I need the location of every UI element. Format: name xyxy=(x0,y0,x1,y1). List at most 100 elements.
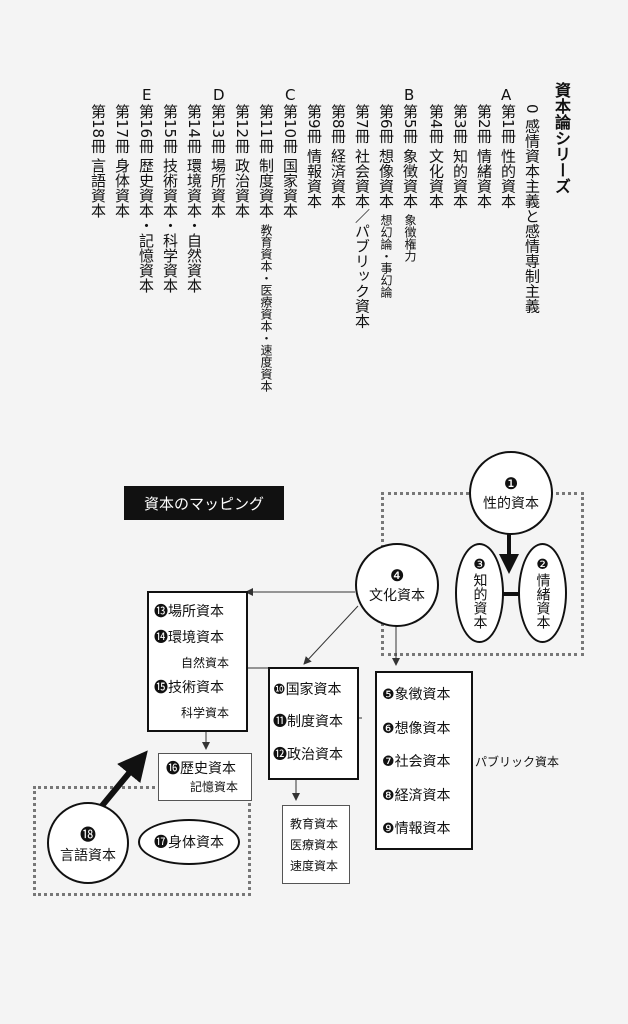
node-2-number: ❷ xyxy=(536,557,549,573)
box-state-institution-politics xyxy=(268,667,359,780)
node-11-label: 制度資本 xyxy=(287,714,343,730)
node-14-sub: 自然資本 xyxy=(181,656,230,670)
sub-medical-capital: 医療資本 xyxy=(290,838,339,852)
series-item-8: 第8冊 経済資本 xyxy=(329,104,347,209)
node-15: ⓯技術資本 xyxy=(154,677,224,697)
node-13-number: ⓭ xyxy=(154,604,168,620)
series-item-2: 第2冊 情緒資本 xyxy=(475,104,493,209)
group-b-label: B xyxy=(404,86,415,104)
node-4-number: ❹ xyxy=(389,565,405,585)
node-6-number: ❻ xyxy=(382,721,395,737)
node-16-label: 歴史資本 xyxy=(180,761,236,777)
box-place-environment-tech xyxy=(147,591,248,732)
node-3-intellectual-capital: ❸ 知的資本 xyxy=(455,543,504,643)
node-18-label: 言語資本 xyxy=(60,848,116,864)
sub-education-capital: 教育資本 xyxy=(290,817,339,831)
node-1-label: 性的資本 xyxy=(483,495,539,512)
series-item-14: 第14冊 環境資本・自然資本 xyxy=(185,104,203,293)
node-6-label: 想像資本 xyxy=(394,721,451,737)
series-item-5: 第5冊 象徴資本象徴権力 xyxy=(401,104,419,262)
series-item-11-sub: 教育資本・医療資本・速度資本 xyxy=(259,223,273,392)
node-2-emotional-capital: ❷ 情緒資本 xyxy=(518,543,567,643)
node-16: ⓰歴史資本 xyxy=(166,758,236,778)
node-18-number: ⓲ xyxy=(79,825,96,844)
node-17-text: ⓱身体資本 xyxy=(154,832,224,852)
node-5-number: ❺ xyxy=(382,687,395,703)
node-16-number: ⓰ xyxy=(166,761,180,777)
node-8-label: 経済資本 xyxy=(394,788,451,804)
group-d-label: D xyxy=(213,86,225,104)
node-9-label: 情報資本 xyxy=(394,821,451,837)
node-9: ❾情報資本 xyxy=(382,818,451,838)
mapping-banner: 資本のマッピング xyxy=(124,486,284,520)
node-10: ❿国家資本 xyxy=(273,679,342,699)
node-13-label: 場所資本 xyxy=(168,604,224,620)
box-history-capital xyxy=(158,753,252,801)
series-title: 資本論シリーズ xyxy=(552,82,571,194)
node-10-label: 国家資本 xyxy=(285,682,342,698)
series-item-16: 第16冊 歴史資本・記憶資本 xyxy=(137,104,155,293)
node-6: ❻想像資本 xyxy=(382,718,451,738)
node-15-sub: 科学資本 xyxy=(181,706,230,720)
series-item-5-label: 第5冊 象徴資本 xyxy=(401,104,419,209)
node-17-body-capital: ⓱身体資本 xyxy=(138,819,240,865)
node-10-number: ❿ xyxy=(273,682,286,698)
node-8: ❽経済資本 xyxy=(382,785,451,805)
series-item-18: 第18冊 言語資本 xyxy=(89,104,107,218)
series-item-6-sub: 想幻論・事幻論 xyxy=(379,214,393,299)
node-17-number: ⓱ xyxy=(154,835,168,851)
series-item-13: 第13冊 場所資本 xyxy=(209,104,227,218)
node-13: ⓭場所資本 xyxy=(154,601,224,621)
series-item-9: 第9冊 情報資本 xyxy=(305,104,323,209)
node-12: ⓬政治資本 xyxy=(273,744,343,764)
node-7: ❼社会資本 xyxy=(382,751,451,771)
node-3-number: ❸ xyxy=(473,557,486,573)
node-3-label: 知的資本 xyxy=(471,573,488,629)
node-4-label: 文化資本 xyxy=(369,587,425,604)
node-14: ⓮環境資本 xyxy=(154,627,224,647)
box-institution-subcapitals xyxy=(282,805,350,884)
series-item-4: 第4冊 文化資本 xyxy=(427,104,445,209)
series-item-6-label: 第6冊 想像資本 xyxy=(377,104,395,209)
series-item-15: 第15冊 技術資本・科学資本 xyxy=(161,104,179,293)
public-capital-label: パブリック資本 xyxy=(475,755,560,769)
node-15-label: 技術資本 xyxy=(168,680,224,696)
series-item-0: 0 感情資本主義と感情専制主義 xyxy=(523,104,541,314)
node-5: ❺象徴資本 xyxy=(382,684,451,704)
series-item-11-label: 第11冊 制度資本 xyxy=(257,104,275,218)
node-7-number: ❼ xyxy=(382,754,395,770)
node-2-label: 情緒資本 xyxy=(534,573,551,629)
series-item-6: 第6冊 想像資本想幻論・事幻論 xyxy=(377,104,395,299)
node-7-label: 社会資本 xyxy=(394,754,451,770)
series-item-12: 第12冊 政治資本 xyxy=(233,104,251,218)
series-item-11: 第11冊 制度資本教育資本・医療資本・速度資本 xyxy=(257,104,275,392)
node-12-number: ⓬ xyxy=(273,747,287,763)
node-14-label: 環境資本 xyxy=(168,630,224,646)
node-16-sub: 記憶資本 xyxy=(190,780,239,794)
series-item-7: 第7冊 社会資本／パブリック資本 xyxy=(353,104,371,329)
box-public-capitals xyxy=(375,671,473,850)
node-8-number: ❽ xyxy=(382,788,395,804)
node-18-language-capital: ⓲ 言語資本 xyxy=(47,802,129,884)
group-a-label: A xyxy=(501,86,512,104)
group-c-label: C xyxy=(285,86,296,104)
series-item-1: 第1冊 性的資本 xyxy=(499,104,517,209)
series-item-3: 第3冊 知的資本 xyxy=(451,104,469,209)
node-15-number: ⓯ xyxy=(154,680,168,696)
node-9-number: ❾ xyxy=(382,821,395,837)
node-14-number: ⓮ xyxy=(154,630,168,646)
node-11: ⓫制度資本 xyxy=(273,711,343,731)
node-12-label: 政治資本 xyxy=(287,747,343,763)
node-1-sexual-capital: ❶ 性的資本 xyxy=(469,451,553,535)
group-e-label: E xyxy=(142,86,152,104)
sub-speed-capital: 速度資本 xyxy=(290,859,339,873)
group-dotted-frame-bottom xyxy=(33,786,251,896)
node-17-label: 身体資本 xyxy=(168,835,224,851)
node-5-label: 象徴資本 xyxy=(394,687,451,703)
series-item-17: 第17冊 身体資本 xyxy=(113,104,131,218)
series-item-10: 第10冊 国家資本 xyxy=(281,104,299,218)
node-11-number: ⓫ xyxy=(273,714,287,730)
node-4-cultural-capital: ❹ 文化資本 xyxy=(355,543,439,627)
node-1-number: ❶ xyxy=(503,473,519,493)
